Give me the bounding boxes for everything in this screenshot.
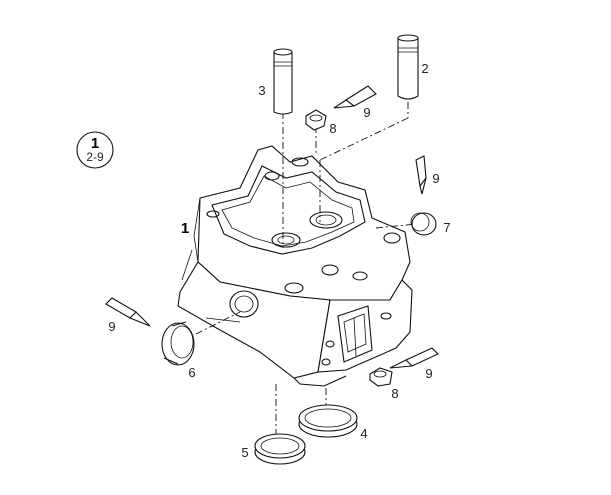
plug-part-7[interactable] xyxy=(410,212,437,236)
valve-guide-part-2[interactable] xyxy=(397,34,419,100)
callout-9-lower: 9 xyxy=(425,366,432,381)
valve-guide-part-3[interactable] xyxy=(273,48,293,115)
plug-part-8-top[interactable] xyxy=(305,109,327,131)
center-lines xyxy=(195,102,417,440)
callout-6: 6 xyxy=(188,365,195,380)
sealant-tube-9-left[interactable] xyxy=(105,297,151,327)
callout-9-right: 9 xyxy=(432,171,439,186)
valve-seat-part-4[interactable] xyxy=(298,404,358,438)
sealant-tube-9-top[interactable] xyxy=(333,85,377,109)
callout-9-left: 9 xyxy=(108,319,115,334)
assembly-marker[interactable]: 1 xyxy=(181,220,189,237)
callout-9-top: 9 xyxy=(363,105,370,120)
seal-ring-part-6[interactable] xyxy=(161,321,195,366)
reference-badge[interactable]: 1 2-9 xyxy=(76,131,114,169)
callout-3: 3 xyxy=(258,83,265,98)
callout-4: 4 xyxy=(360,426,367,441)
sealant-tube-9-lower[interactable] xyxy=(389,347,439,369)
plug-part-8-lower[interactable] xyxy=(369,367,393,387)
sealant-tube-9-right[interactable] xyxy=(415,155,427,195)
callout-8-lower: 8 xyxy=(391,386,398,401)
valve-seat-part-5[interactable] xyxy=(254,433,306,465)
callout-2: 2 xyxy=(421,61,428,76)
reference-number: 1 xyxy=(91,135,99,152)
cylinder-head xyxy=(177,145,413,387)
callout-8-top: 8 xyxy=(329,121,336,136)
callout-5: 5 xyxy=(241,445,248,460)
reference-pages: 2-9 xyxy=(86,150,104,164)
callout-7: 7 xyxy=(443,220,450,235)
